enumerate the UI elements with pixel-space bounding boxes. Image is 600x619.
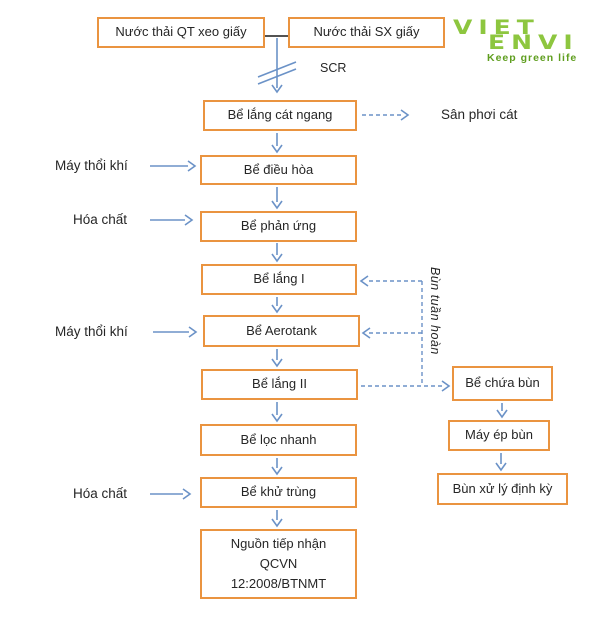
label-hoa-chat-2: Hóa chất <box>73 486 128 501</box>
arrowhead-chuabun-epbun <box>496 409 508 419</box>
label-scr: SCR <box>320 61 347 75</box>
node-be-aerotank: Bể Aerotank <box>203 315 360 347</box>
label-bun-tuan-hoan: Bùn tuần hoàn <box>428 267 442 355</box>
arrowhead-chuabun <box>441 380 451 392</box>
label-may-thoi-khi-1: Máy thổi khí <box>55 158 128 173</box>
arrowhead-locnhanh-khutrung <box>271 466 283 476</box>
node-be-lang-1: Bể lắng I <box>201 264 357 295</box>
arrowhead-recycle-aerotank <box>361 327 371 339</box>
label-may-thoi-khi-2: Máy thổi khí <box>55 324 128 339</box>
vietenvi-logo: VIET ENVI Keep green life <box>450 8 598 64</box>
node-nguon-tiep-nhan: Nguồn tiếp nhận QCVN 12:2008/BTNMT <box>200 529 357 599</box>
nguon-line-3: 12:2008/BTNMT <box>230 576 327 592</box>
scr-screen-mark-1 <box>257 61 297 78</box>
node-be-phan-ung: Bể phản ứng <box>200 211 357 242</box>
arrowhead-sanphoicat <box>400 109 410 121</box>
node-be-loc-nhanh: Bể lọc nhanh <box>200 424 357 456</box>
arrowhead-lang2-locnhanh <box>271 413 283 423</box>
logo-word-viet: VIET <box>453 16 540 39</box>
scr-screen-mark-2 <box>257 68 297 85</box>
arrowhead-epbun-bunxuly <box>495 462 507 472</box>
node-be-khu-trung: Bể khử trùng <box>200 477 357 508</box>
arrowhead-lang1-aerotank <box>271 304 283 314</box>
node-be-lang-2: Bể lắng II <box>201 369 358 400</box>
arrowhead-khutrung-nguon <box>271 518 283 528</box>
node-nuoc-thai-qt-xeo-giay: Nước thải QT xeo giấy <box>97 17 265 48</box>
label-san-phoi-cat: Sân phơi cát <box>441 107 518 122</box>
logo-word-envi: ENVI <box>488 31 579 54</box>
logo-tagline: Keep green life <box>487 52 578 64</box>
arrowhead-maythoikhi-aerotank <box>188 326 198 338</box>
node-may-ep-bun: Máy ép bùn <box>448 420 550 451</box>
nguon-line-1: Nguồn tiếp nhận <box>230 535 327 551</box>
arrowhead-hoachat-phanung <box>184 214 194 226</box>
arrowhead-aerotank-lang2 <box>271 358 283 368</box>
arrowhead-recycle-lang1 <box>359 275 369 287</box>
node-be-lang-cat-ngang: Bể lắng cát ngang <box>203 100 357 131</box>
arrowhead-dieuhoa-phanung <box>271 200 283 210</box>
arrowhead-maythoikhi-dieuhoa <box>187 160 197 172</box>
nguon-line-2: QCVN <box>259 555 298 571</box>
node-nuoc-thai-sx-giay: Nước thải SX giấy <box>288 17 445 48</box>
node-be-dieu-hoa: Bể điều hòa <box>200 155 357 185</box>
arrowhead-hoachat-khutrung <box>182 488 192 500</box>
label-hoa-chat-1: Hóa chất <box>73 212 128 227</box>
arrowhead-langcat-dieuhoa <box>271 144 283 154</box>
node-bun-xu-ly-dinh-ky: Bùn xử lý định kỳ <box>437 473 568 505</box>
arrowhead-phanung-lang1 <box>271 253 283 263</box>
arrowhead-influent <box>271 84 283 94</box>
node-be-chua-bun: Bể chứa bùn <box>452 366 553 401</box>
